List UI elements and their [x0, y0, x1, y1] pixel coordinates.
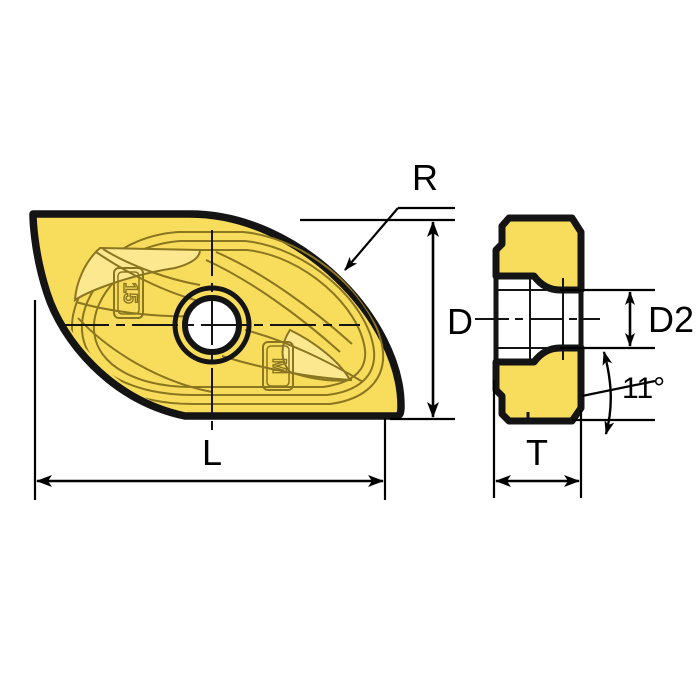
- geometry-marking-label: M: [268, 358, 289, 374]
- lower-right-ramp-face: [281, 328, 352, 382]
- side-view-upper-half: [492, 214, 585, 294]
- ramp-crease-upper-1: [102, 248, 201, 286]
- diagonal-crease-lower: [205, 259, 341, 353]
- dimension-D: D: [300, 218, 473, 421]
- geometry-marking-box: [262, 341, 294, 391]
- dimension-D2-label: D2: [648, 299, 694, 340]
- angle-inclined-line: [581, 379, 656, 398]
- dimension-clearance-angle: 11°: [572, 351, 665, 435]
- upper-left-ramp-face: [73, 246, 202, 302]
- angle-arc: [602, 351, 615, 435]
- diagonal-crease-lower-2: [215, 251, 353, 345]
- top-view-insert: 15 M: [29, 210, 405, 432]
- hole-center-cross: [205, 318, 219, 332]
- dimension-D-label: D: [447, 301, 473, 342]
- left-ridge-line: [77, 317, 213, 393]
- dimension-L: L: [33, 300, 387, 500]
- grade-marking-label: 15: [119, 282, 140, 304]
- dimension-T-label: T: [526, 432, 548, 473]
- ramp-crease-lower-2: [244, 329, 364, 383]
- geometry-marking-m: M: [262, 341, 294, 391]
- dimension-T: T: [492, 380, 583, 498]
- chipbreaker-inner-contour: [80, 240, 376, 397]
- ramp-crease-lower-1: [221, 355, 353, 381]
- dimension-R: R: [344, 157, 455, 271]
- grade-marking-15: 15: [113, 267, 144, 319]
- side-view-insert: [475, 214, 600, 425]
- dimension-D2: D2: [560, 288, 694, 350]
- r-leader-line: [344, 207, 399, 271]
- dimension-L-label: L: [202, 432, 222, 473]
- dimension-R-label: R: [412, 157, 438, 198]
- geometry-marking-box-inner: [266, 345, 290, 387]
- side-view-lower-half: [492, 344, 585, 425]
- grade-marking-box-inner: [117, 271, 140, 315]
- dimension-angle-label: 11°: [622, 372, 665, 405]
- grade-marking-box: [113, 267, 144, 319]
- chipbreaker-land-contour: [92, 249, 367, 389]
